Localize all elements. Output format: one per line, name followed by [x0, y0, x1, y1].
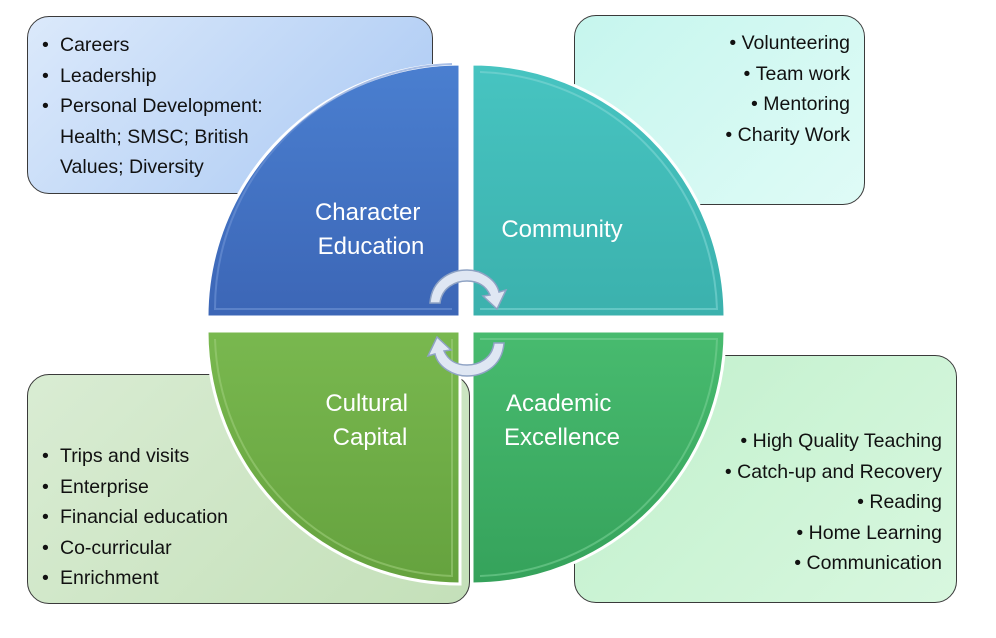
character-education-label: Character Education [315, 199, 427, 260]
list-item: Home Learning [589, 518, 942, 549]
list-item: High Quality Teaching [589, 426, 942, 457]
cultural-capital-quadrant [205, 329, 462, 586]
cycle-arrows-icon [426, 269, 508, 377]
academic-excellence-quadrant [470, 329, 727, 586]
list-item: Reading [589, 487, 942, 518]
list-item: Team work [589, 59, 850, 90]
list-item-line: Personal Development: [60, 95, 263, 117]
list-item: Mentoring [589, 89, 850, 120]
list-item: Careers [42, 30, 418, 61]
list-item: Leadership [42, 61, 418, 92]
list-item: Financial education [42, 502, 455, 533]
list-item: Charity Work [589, 120, 850, 151]
list-item-line: Health; SMSC; British [60, 125, 249, 148]
community-label: Community [501, 216, 622, 243]
academic-excellence-label: Academic Excellence [504, 390, 620, 451]
list-item: Volunteering [589, 28, 850, 59]
list-item: Co-curricular [42, 533, 455, 564]
list-item: Trips and visits [42, 441, 455, 472]
community-quadrant [470, 62, 727, 319]
list-item: Personal Development: Health; SMSC; Brit… [42, 91, 418, 183]
cultural-capital-label: Cultural Capital [325, 390, 414, 451]
list-item: Catch-up and Recovery [589, 457, 942, 488]
list-item: Enrichment [42, 563, 455, 594]
list-item: Communication [589, 548, 942, 579]
list-item: Enterprise [42, 472, 455, 503]
list-item-line: Values; Diversity [60, 156, 204, 178]
